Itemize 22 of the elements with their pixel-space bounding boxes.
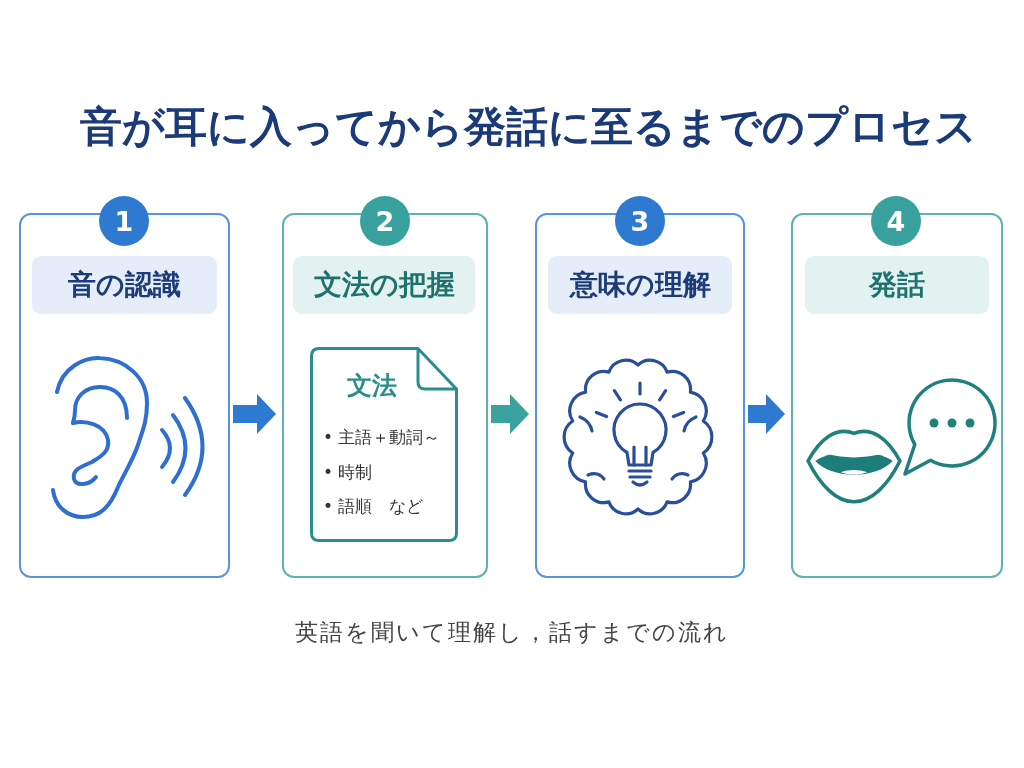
arrow — [491, 394, 529, 434]
step-panel — [791, 213, 1003, 578]
arrow — [233, 394, 276, 434]
step-heading: 文法の把握 — [293, 256, 475, 314]
step-panel — [535, 213, 745, 578]
bullet-item: • 主語＋動詞～ — [323, 426, 441, 449]
step-panel — [19, 213, 230, 578]
document-card — [310, 347, 458, 542]
step-heading: 意味の理解 — [548, 256, 732, 314]
caption: 英語を聞いて理解し，話すまでの流れ — [294, 618, 730, 647]
bullet-item: • 時制 — [323, 460, 373, 484]
bullet-item: • 語順 など — [323, 495, 424, 518]
step-heading: 音の認識 — [32, 256, 217, 314]
step-number: 4 — [871, 196, 921, 246]
step-heading: 発話 — [805, 256, 989, 314]
step-number: 1 — [99, 196, 149, 246]
step-number: 3 — [615, 196, 665, 246]
document-title: 文法 — [347, 371, 397, 401]
title: 音が耳に入ってから発話に至るまでのプロセス — [78, 101, 978, 153]
arrow — [748, 394, 785, 434]
step-panel — [282, 213, 488, 578]
step-number: 2 — [360, 196, 410, 246]
